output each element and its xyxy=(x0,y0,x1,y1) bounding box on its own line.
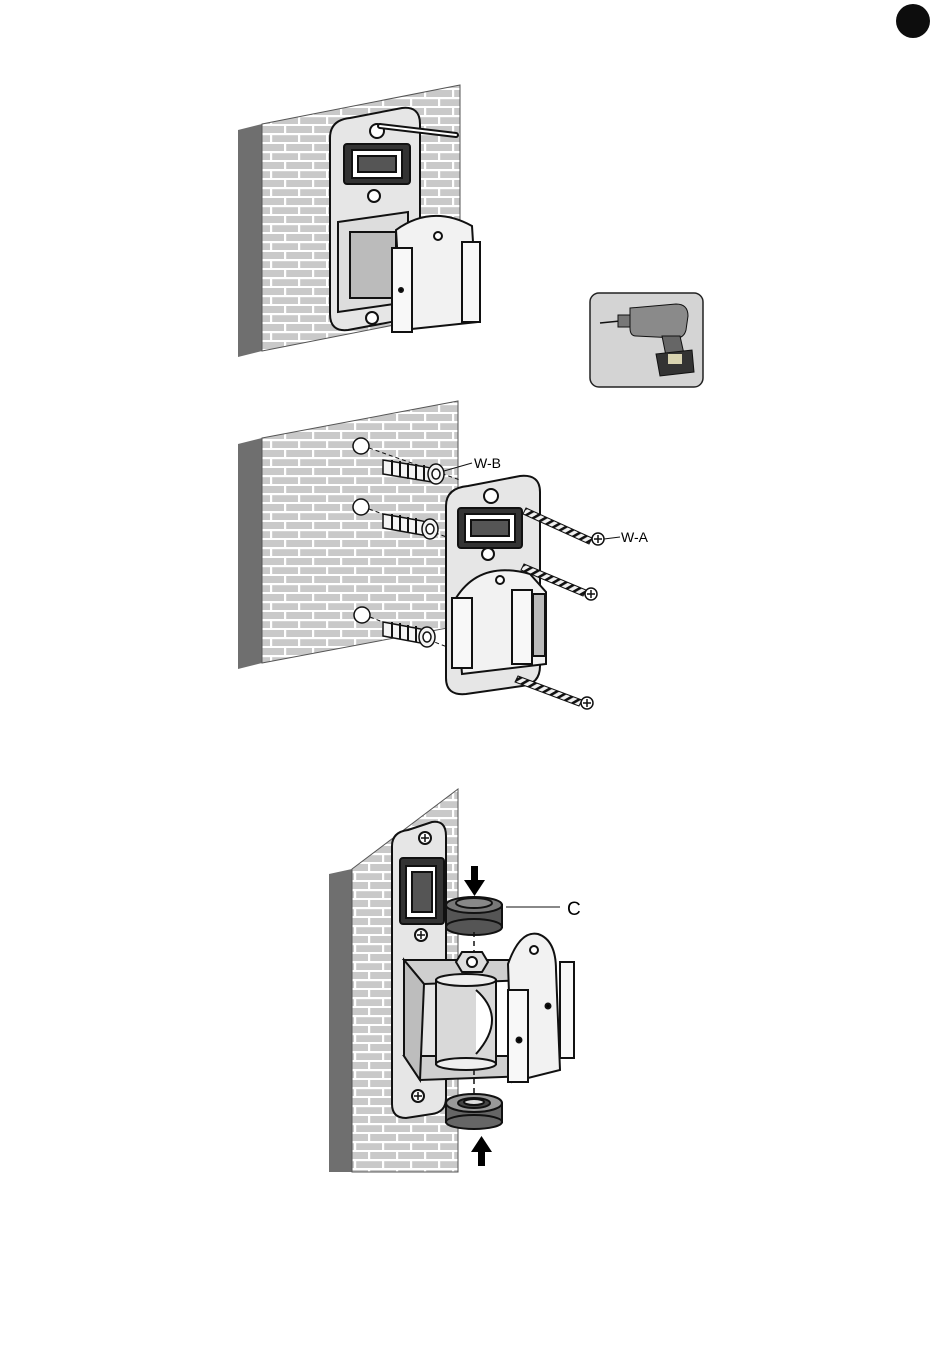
bushing-top xyxy=(446,897,502,935)
anchor-label: W-B xyxy=(474,455,501,471)
step1-drill-figure xyxy=(238,85,703,387)
bushing-label: C xyxy=(567,899,581,920)
wall-bracket-2 xyxy=(446,476,546,694)
screw-3 xyxy=(515,676,593,709)
drill-icon xyxy=(590,293,703,387)
step2-fixing-figure: W-B W-A xyxy=(238,401,649,709)
arrow-up-icon xyxy=(471,1136,492,1166)
bushing-bottom xyxy=(446,1094,502,1129)
screw-label: W-A xyxy=(621,529,649,545)
speaker-mount-3 xyxy=(508,934,574,1082)
arrow-down-icon xyxy=(464,866,485,896)
step3-bushing-figure: C xyxy=(329,789,581,1172)
